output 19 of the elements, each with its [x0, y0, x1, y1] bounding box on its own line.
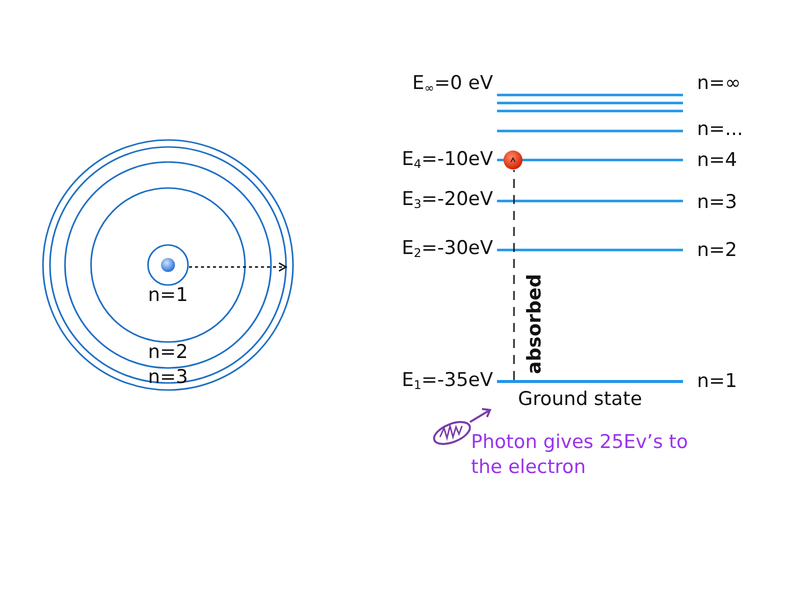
level-label: n=2 [697, 241, 738, 260]
state-label: Ground state [518, 390, 642, 409]
electron-ball [504, 150, 522, 170]
energy-label: E$_{∞}$=0 eV [412, 74, 493, 94]
energy-level-line [497, 380, 683, 383]
orbit-label: n=1 [148, 286, 188, 305]
energy-label: E$_{3}$=-20eV [402, 190, 493, 210]
edge-label: absorbed [526, 274, 544, 374]
energy-label: E$_{4}$=-10eV [402, 150, 493, 170]
energy-label: E$_{2}$=-30eV [402, 239, 493, 259]
level-label: n=1 [697, 372, 738, 391]
level-label: n=∞ [697, 74, 741, 93]
dashed-line [513, 170, 515, 380]
energy-label: E$_{1}$=-35eV [402, 371, 493, 391]
level-label: n=... [697, 120, 744, 139]
level-label: n=3 [697, 193, 738, 212]
level-label: n=4 [697, 151, 738, 170]
orbit-label: n=2 [148, 343, 188, 362]
photon-note: Photon gives 25Ev’s to the electron [471, 430, 689, 480]
